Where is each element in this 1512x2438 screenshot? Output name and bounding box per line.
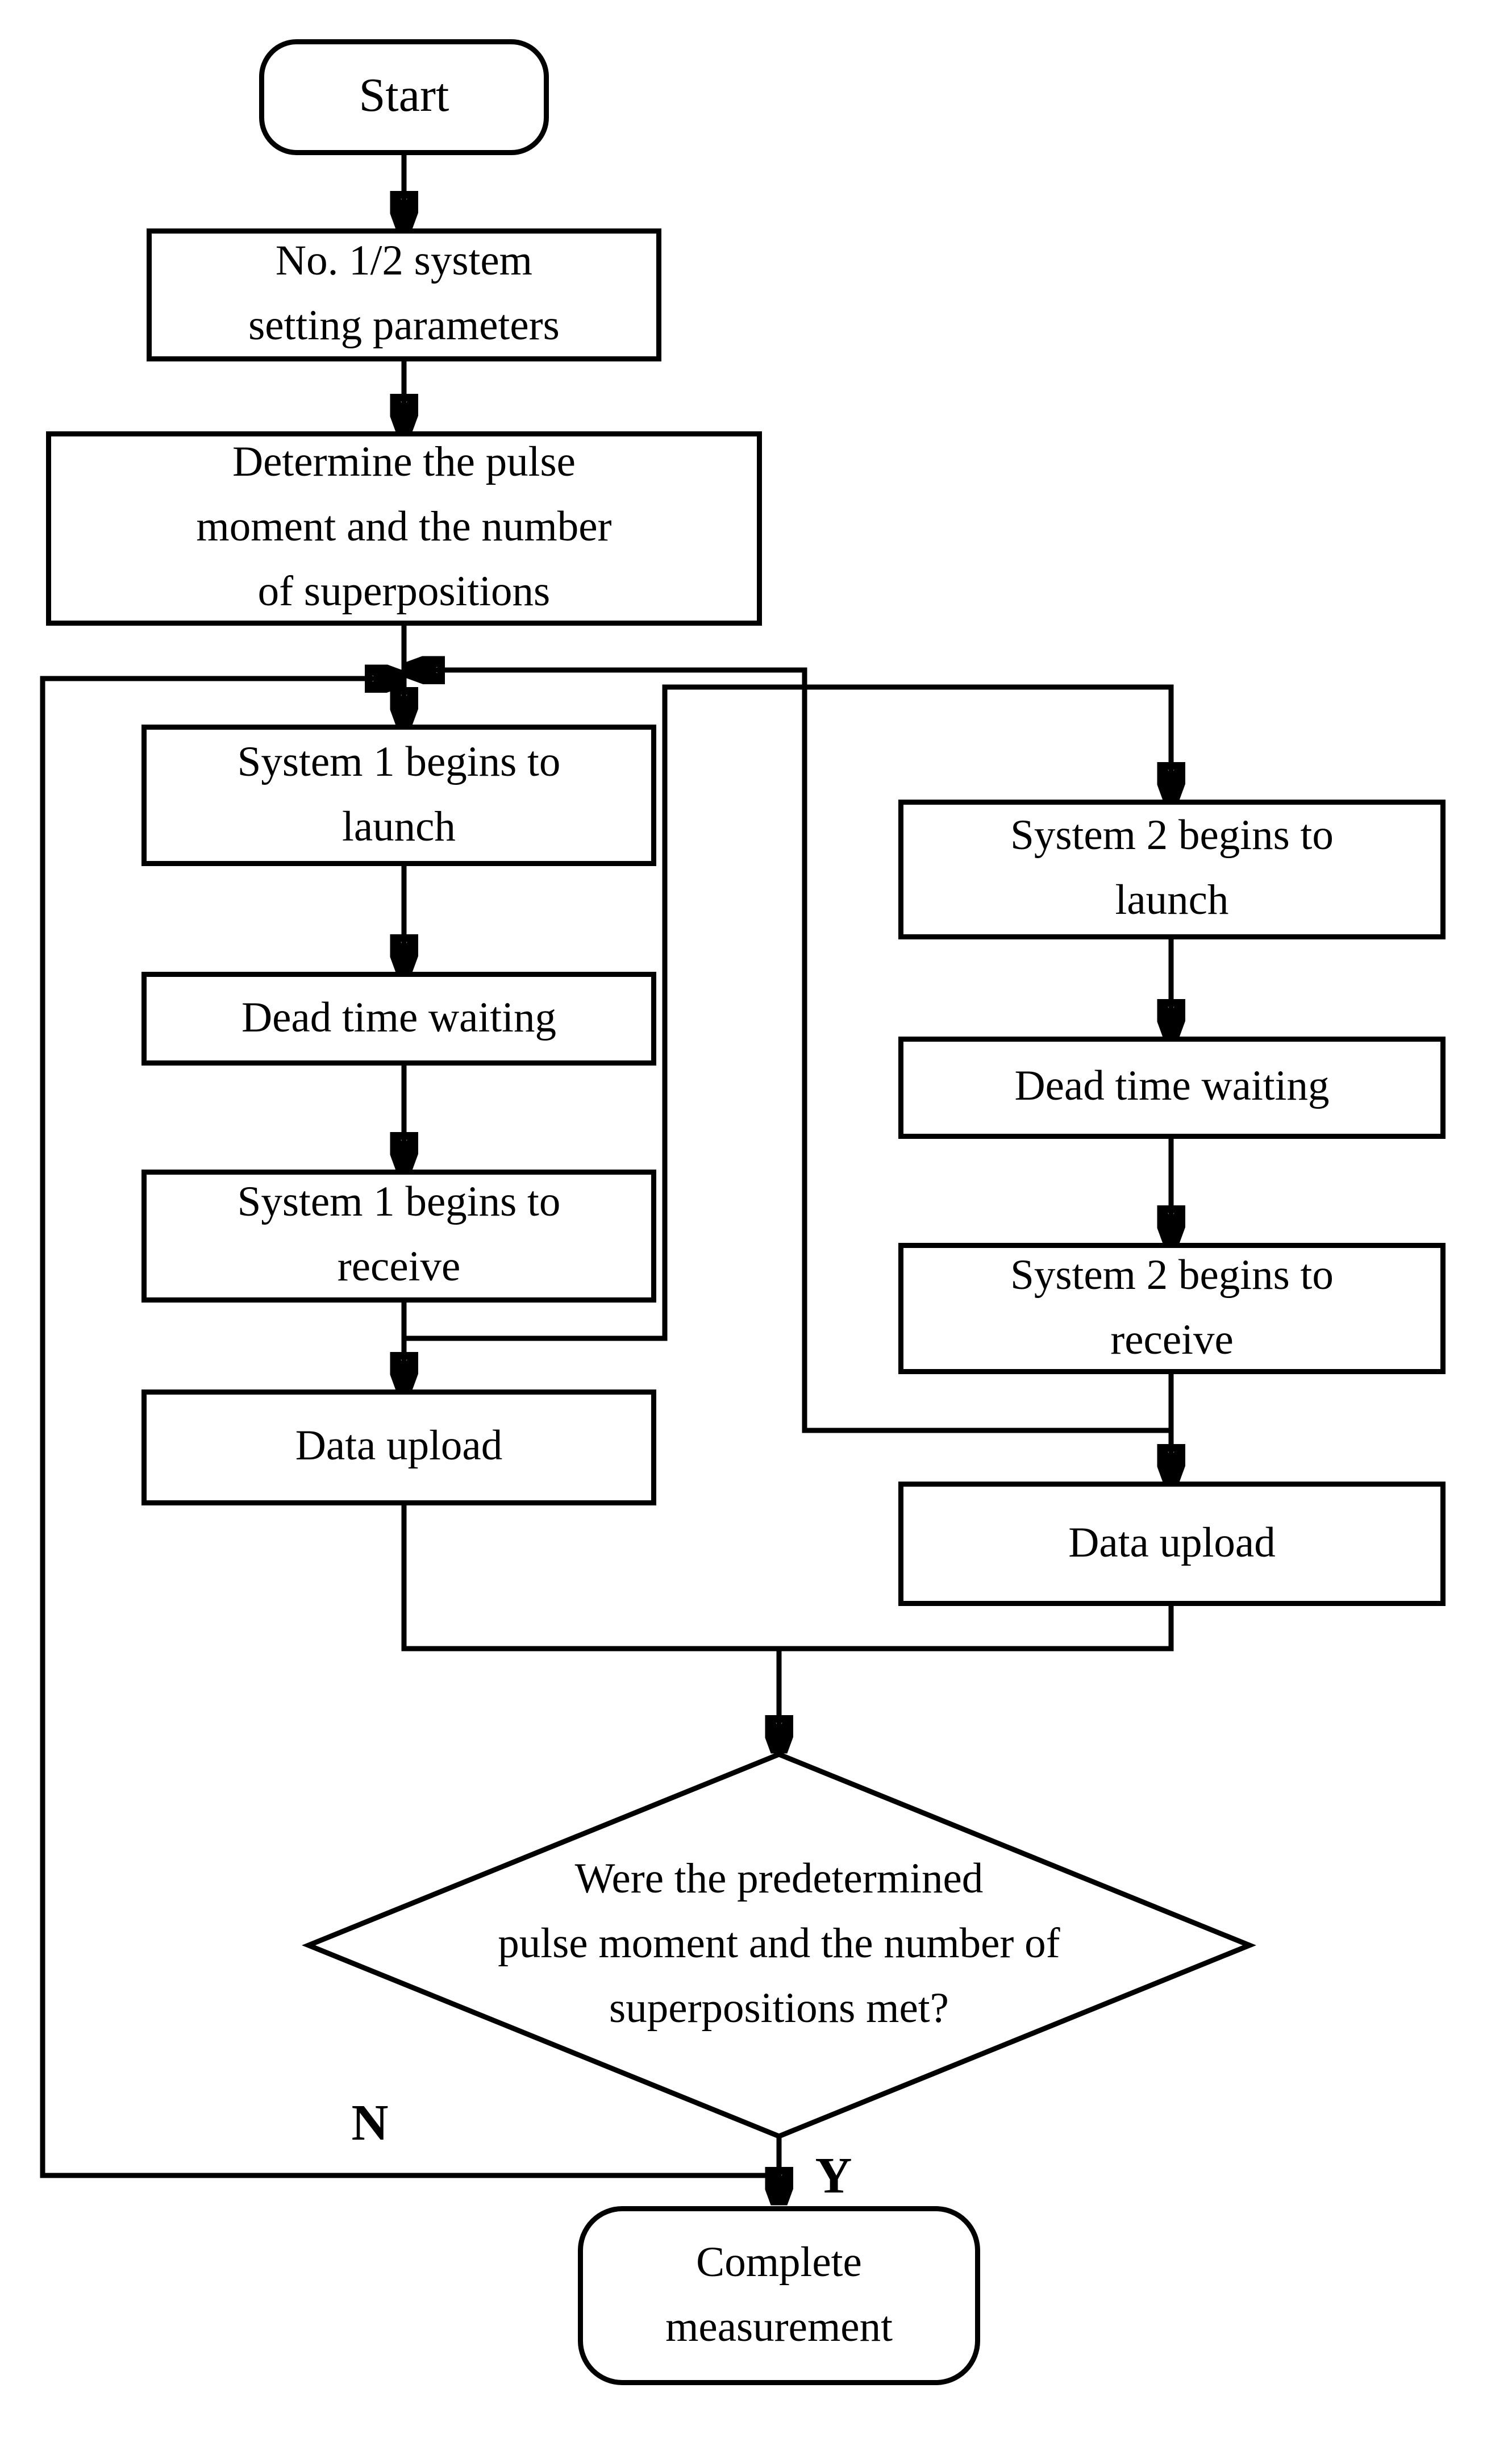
label-branch-no: N <box>351 2095 389 2152</box>
decision-diamond-shape <box>302 1751 1256 2139</box>
node-complete-measurement: Complete measurement <box>578 2206 980 2385</box>
node-system2-begins-launch: System 2 begins to launch <box>898 800 1446 939</box>
node-system-setting-parameters: No. 1/2 system setting parameters <box>147 228 661 361</box>
node-data-upload-right: Data upload <box>898 1482 1446 1606</box>
node-system2-begins-receive: System 2 begins to receive <box>898 1243 1446 1374</box>
node-system1-begins-receive: System 1 begins to receive <box>141 1170 656 1303</box>
connector-system1-receive-to-system2-launch <box>404 684 1171 1341</box>
connector-no-loop-to-junction <box>40 679 779 2178</box>
node-dead-time-waiting-left: Dead time waiting <box>141 972 656 1066</box>
node-data-upload-left: Data upload <box>141 1389 656 1505</box>
label-branch-yes: Y <box>815 2148 852 2204</box>
node-system1-begins-launch: System 1 begins to launch <box>141 725 656 866</box>
connector-system2-return-to-junction <box>409 670 1171 1433</box>
node-start: Start <box>259 39 549 155</box>
node-dead-time-waiting-right: Dead time waiting <box>898 1037 1446 1139</box>
node-determine-pulse-moment: Determine the pulse moment and the numbe… <box>46 431 762 626</box>
connector-data-upload-left-merge <box>401 1505 779 1651</box>
node-decision-text: Were the predetermined pulse moment and … <box>498 1857 1060 2032</box>
connector-data-upload-right-merge <box>779 1606 1174 1651</box>
